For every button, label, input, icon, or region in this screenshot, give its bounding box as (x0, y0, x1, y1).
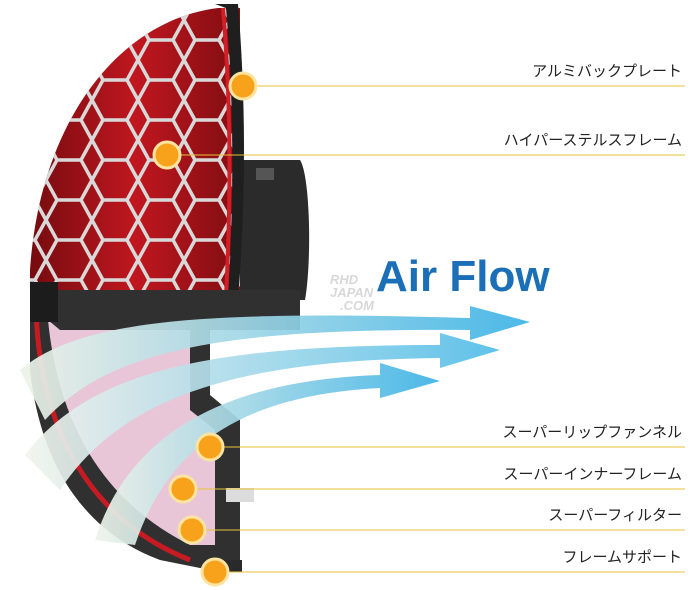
label-aluminum-back-plate: アルミバックプレート (532, 62, 682, 80)
leader-lines (167, 85, 685, 573)
part-markers (152, 71, 258, 587)
watermark-line-2: JAPAN (330, 285, 374, 300)
label-hyper-stealth-frame: ハイパーステルスフレーム (503, 131, 682, 149)
marker-frame-support (200, 557, 230, 587)
back-housing (238, 160, 310, 300)
marker-super-filter (177, 515, 207, 545)
marker-hyper-stealth-frame (152, 140, 182, 170)
label-super-filter: スーパーフィルター (548, 506, 682, 524)
watermark: RHD JAPAN .COM (330, 273, 374, 312)
airflow-title: Air Flow (376, 252, 550, 301)
label-super-inner-frame: スーパーインナーフレーム (503, 465, 682, 483)
label-frame-support: フレームサポート (562, 548, 682, 566)
airflow-arrow-1 (20, 306, 530, 420)
marker-super-lip-funnel (195, 432, 225, 462)
airflow-arrow-2 (25, 333, 500, 490)
watermark-line-3: .COM (340, 298, 374, 313)
airflow-arrows (20, 306, 530, 545)
marker-super-inner-frame (168, 474, 198, 504)
marker-aluminum-back-plate (228, 71, 258, 101)
watermark-line-1: RHD (330, 272, 359, 287)
label-super-lip-funnel: スーパーリップファンネル (502, 423, 682, 441)
airflow-arrow-3 (95, 363, 440, 545)
